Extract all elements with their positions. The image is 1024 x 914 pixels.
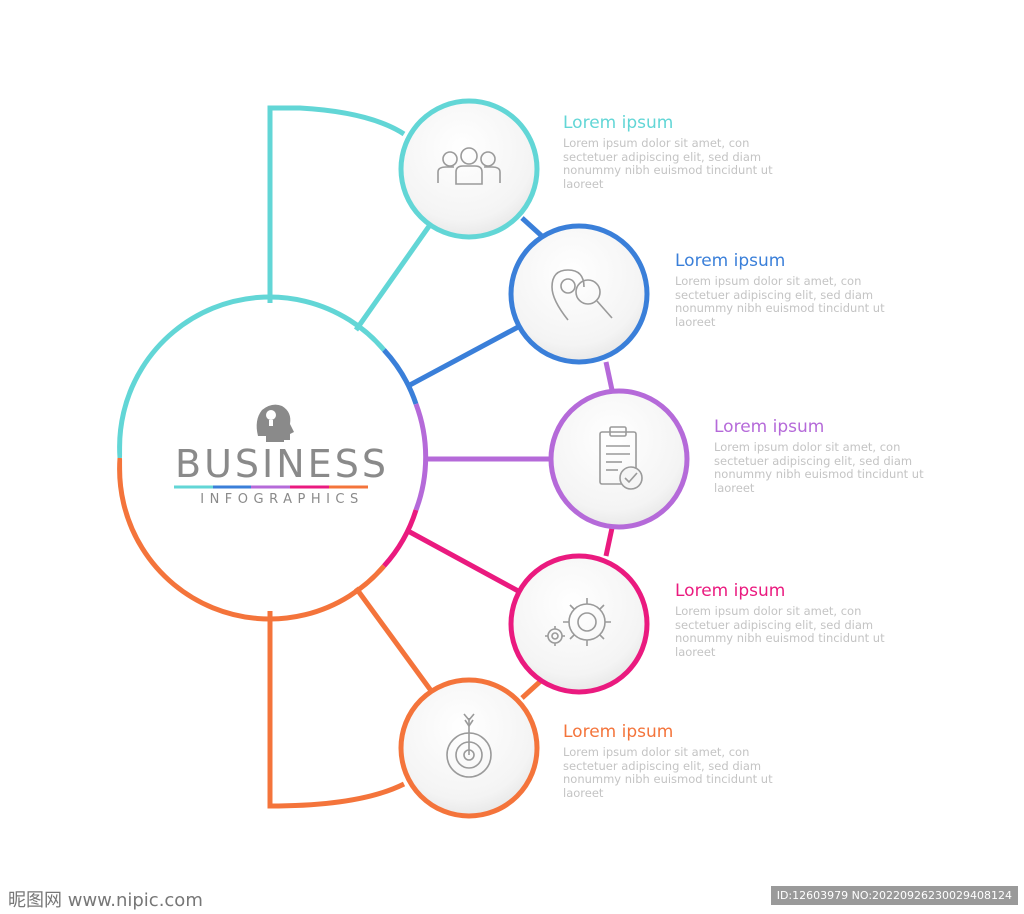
node-1: [398, 98, 540, 240]
head-lightbulb-icon: [256, 404, 294, 442]
step-4-text: Lorem ipsum Lorem ipsum dolor sit amet, …: [675, 580, 915, 659]
spoke-4: [406, 528, 522, 595]
hub-arc-pink: [382, 509, 419, 568]
watermark-id: ID:12603979 NO:20220926230029408124: [770, 886, 1018, 905]
connector-2-3: [603, 361, 615, 391]
location-search-icon: [551, 269, 613, 321]
connector-3-4: [603, 527, 615, 557]
hub-arc-blue: [382, 348, 419, 405]
bottom-bracket: [267, 611, 406, 809]
gears-icon: [545, 598, 611, 646]
hub-arc-cyan: [117, 294, 386, 459]
watermark-logo: 昵图网 www.nipic.com: [8, 890, 203, 911]
connector-1-2: [520, 216, 546, 240]
clipboard-check-icon: [599, 426, 643, 490]
step-5-title: Lorem ipsum: [563, 722, 674, 742]
hub-arc-orange: [117, 457, 386, 622]
spoke-5: [353, 586, 435, 694]
spoke-1: [353, 220, 435, 332]
target-arrow-icon: [446, 713, 492, 778]
watermark-footer: 昵图网 www.nipic.com ID:12603979 NO:2022092…: [0, 880, 1024, 914]
step-2-body: Lorem ipsum dolor sit amet, con sectetue…: [675, 274, 885, 329]
step-4-title: Lorem ipsum: [675, 581, 786, 601]
hub-title: BUSINESS: [175, 442, 389, 486]
step-5-text: Lorem ipsum Lorem ipsum dolor sit amet, …: [563, 721, 803, 800]
hub-subtitle: INFOGRAPHICS: [200, 492, 364, 507]
spoke-2: [406, 323, 522, 389]
step-3-body: Lorem ipsum dolor sit amet, con sectetue…: [714, 440, 924, 495]
hub-circle: [122, 310, 418, 606]
step-2-title: Lorem ipsum: [675, 251, 786, 271]
node-2: [508, 223, 650, 365]
top-bracket: [267, 105, 406, 303]
node-3: [548, 388, 690, 530]
step-3-text: Lorem ipsum Lorem ipsum dolor sit amet, …: [714, 416, 954, 495]
step-4-body: Lorem ipsum dolor sit amet, con sectetue…: [675, 604, 885, 659]
step-1-title: Lorem ipsum: [563, 113, 674, 133]
step-1-body: Lorem ipsum dolor sit amet, con sectetue…: [563, 136, 773, 191]
step-2-text: Lorem ipsum Lorem ipsum dolor sit amet, …: [675, 250, 915, 329]
step-1-text: Lorem ipsum Lorem ipsum dolor sit amet, …: [563, 112, 803, 191]
step-3-title: Lorem ipsum: [714, 417, 825, 437]
step-5-body: Lorem ipsum dolor sit amet, con sectetue…: [563, 745, 773, 800]
team-icon: [437, 147, 501, 185]
